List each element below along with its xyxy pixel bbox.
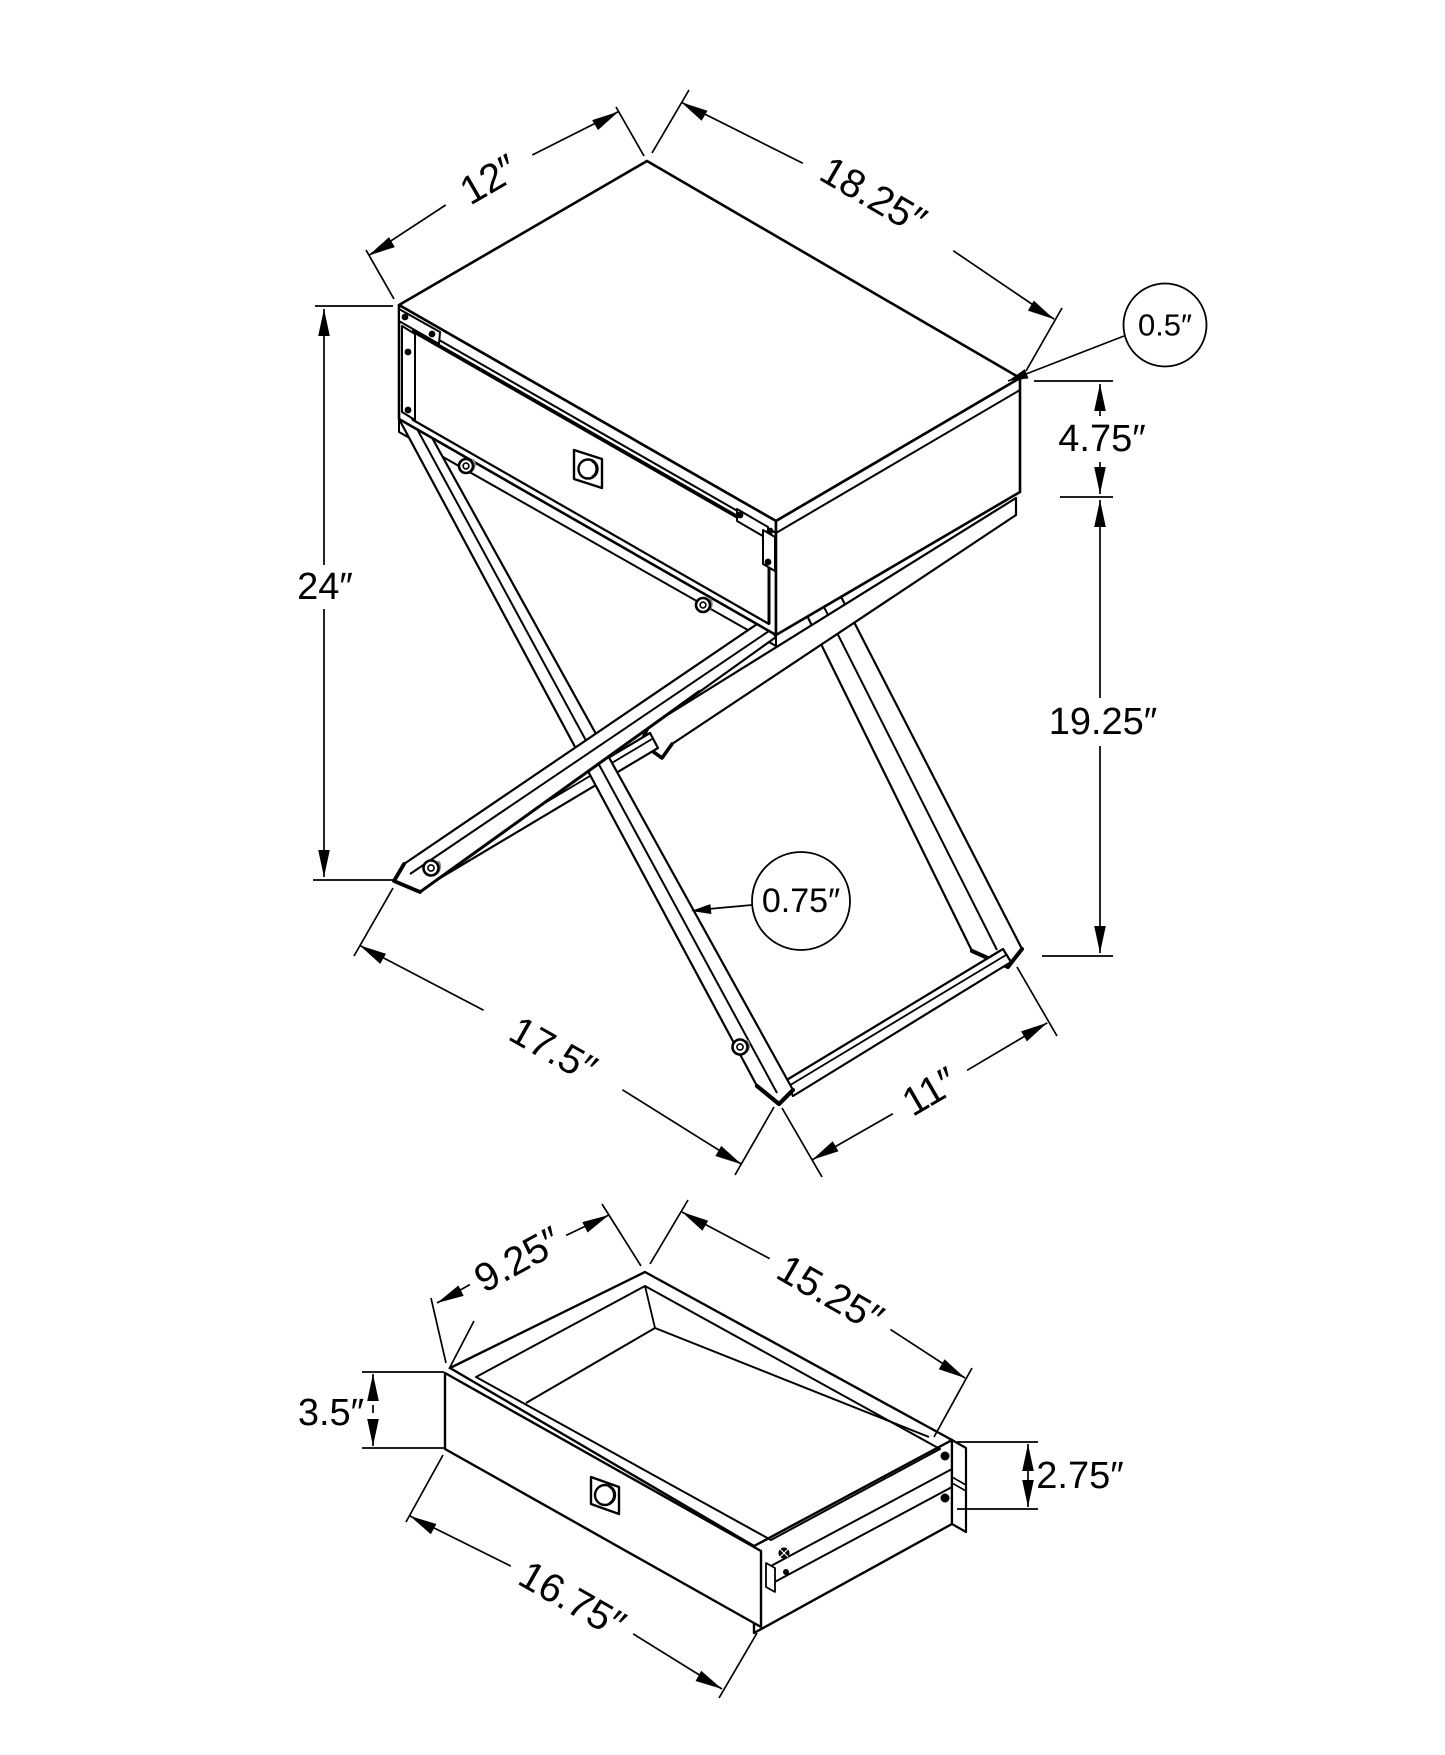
svg-text:24″: 24″ (297, 566, 353, 608)
svg-text:4.75″: 4.75″ (1058, 418, 1145, 460)
svg-text:2.75″: 2.75″ (1036, 1455, 1123, 1497)
svg-text:3.5″: 3.5″ (298, 1392, 364, 1434)
svg-text:19.25″: 19.25″ (1049, 701, 1158, 743)
svg-text:0.5″: 0.5″ (1138, 308, 1192, 343)
svg-text:0.75″: 0.75″ (762, 882, 840, 920)
